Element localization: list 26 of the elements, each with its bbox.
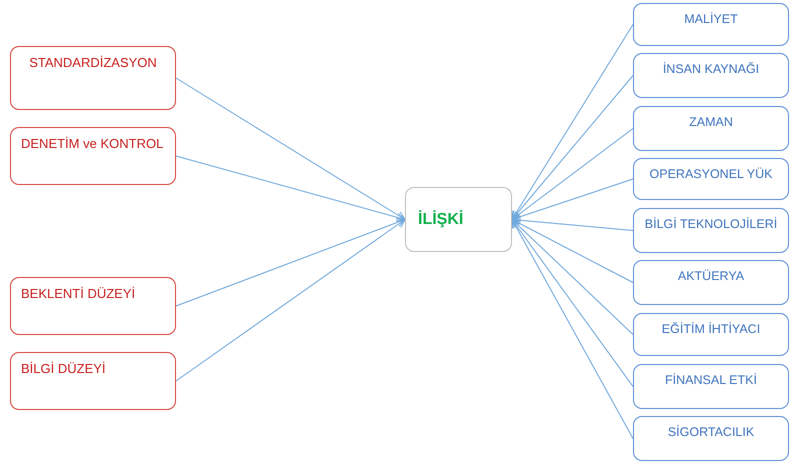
arrow xyxy=(512,219,634,335)
arrow xyxy=(512,75,634,220)
factor-box: MALİYET xyxy=(633,3,789,46)
arrow xyxy=(512,128,634,220)
arrow xyxy=(512,219,634,387)
factor-box: BEKLENTİ DÜZEYİ xyxy=(10,277,176,335)
arrow xyxy=(512,219,634,283)
arrow xyxy=(512,178,634,222)
factor-box: STANDARDİZASYON xyxy=(10,46,176,110)
factor-box: OPERASYONEL YÜK xyxy=(633,158,789,200)
factor-box: ZAMAN xyxy=(633,106,789,151)
arrow xyxy=(176,219,406,382)
factor-box: EĞİTİM İHTİYACI xyxy=(633,313,789,356)
arrow xyxy=(176,218,406,306)
factor-box: BİLGİ TEKNOLOJİLERİ xyxy=(633,208,789,253)
arrow xyxy=(512,219,634,439)
factor-box: FİNANSAL ETKİ xyxy=(633,364,789,409)
central-concept-box: İLİŞKİ xyxy=(405,187,512,252)
arrow xyxy=(176,78,406,220)
factor-box: DENETİM ve KONTROL xyxy=(10,127,176,185)
factor-box: İNSAN KAYNAĞI xyxy=(633,53,789,98)
arrow xyxy=(512,24,634,220)
arrow xyxy=(176,156,406,222)
factor-box: SİGORTACILIK xyxy=(633,416,789,461)
factor-box: BİLGİ DÜZEYİ xyxy=(10,352,176,410)
factor-box: AKTÜERYA xyxy=(633,260,789,305)
